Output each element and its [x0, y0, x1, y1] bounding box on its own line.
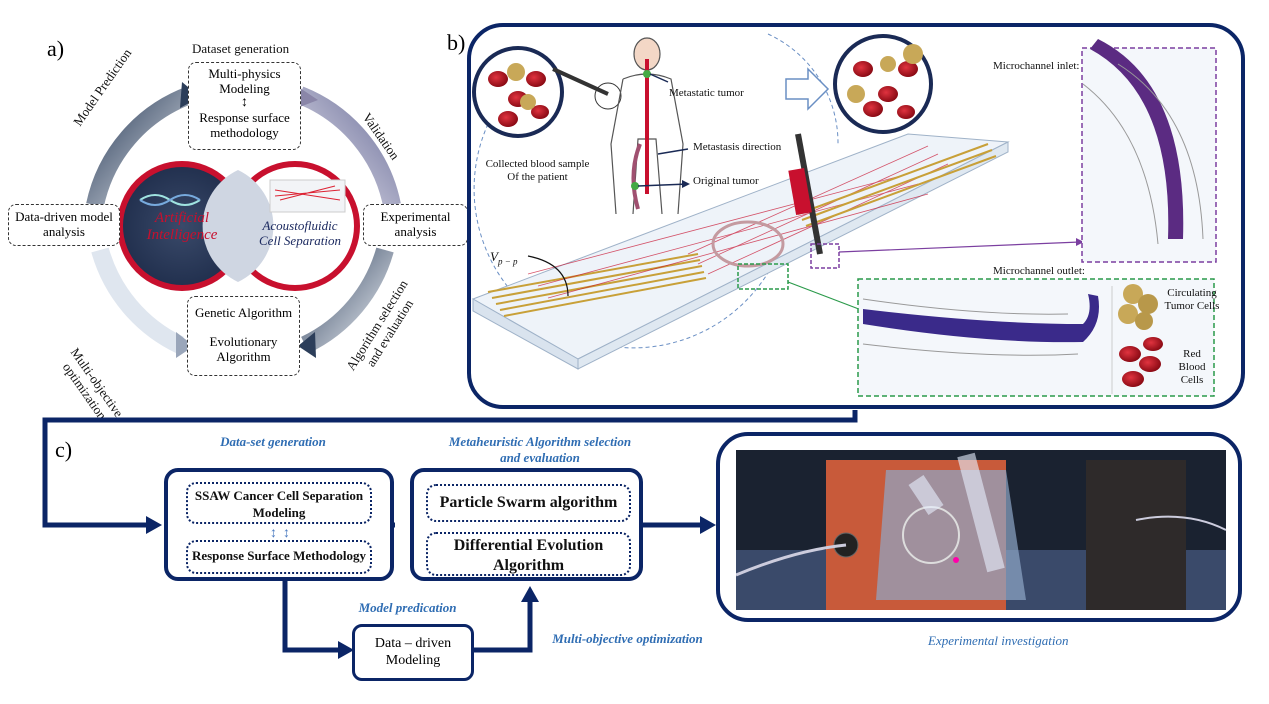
- pso-inner: Particle Swarm algorithm: [426, 484, 631, 522]
- model-predication-label: Model predication: [358, 600, 457, 615]
- meta-box: Particle Swarm algorithm Differential Ev…: [410, 468, 643, 581]
- experiment-photo: [735, 450, 1227, 610]
- rsm-inner: Response Surface Methodology: [186, 540, 372, 574]
- collected-line2: Of the patient: [507, 171, 568, 183]
- meta-line2: and evaluation: [500, 450, 580, 465]
- dataset-box: Multi-physics Modeling ↕ Response surfac…: [188, 62, 301, 150]
- data-driven-modeling-box: Data – driven Modeling: [352, 624, 474, 681]
- panel-c-connectors: [42, 410, 858, 659]
- artificial-label: Artificial: [154, 210, 210, 226]
- panel-b-letter: b): [447, 30, 466, 55]
- panel-b-illustration: [471, 33, 1217, 397]
- data-driven-label: Data-driven model analysis: [15, 209, 113, 239]
- meta-line1: Metaheuristic Algorithm selection: [448, 434, 632, 449]
- panel-a-cycle: [86, 82, 401, 358]
- arc-algorithm: [300, 247, 394, 354]
- metastatic-tumor-label: Metastatic tumor: [669, 87, 744, 99]
- panel-a-letter: a): [47, 36, 65, 61]
- arc-multi-objective: [91, 247, 185, 354]
- collected-line1: Collected blood sample: [485, 158, 590, 170]
- genetic-label: Genetic Algorithm: [194, 305, 293, 320]
- outlet-label: Microchannel outlet:: [993, 265, 1085, 277]
- blood-cells-zoom: [847, 44, 923, 119]
- evolutionary-label: Evolutionary Algorithm: [209, 334, 278, 364]
- dataset-heading: Data-set generation: [220, 434, 326, 449]
- acousto-line1: Acoustofluidic: [262, 218, 338, 233]
- de-inner: Differential Evolution Algorithm: [426, 532, 631, 576]
- original-tumor-label: Original tumor: [693, 175, 759, 187]
- arc-model-prediction: [86, 86, 194, 207]
- data-driven-box: Data-driven model analysis: [8, 204, 120, 246]
- vpp-label: Vp − p: [490, 249, 518, 267]
- multi-physics-label: Multi-physics Modeling: [208, 66, 281, 96]
- experimental-investigation-label: Experimental investigation: [928, 633, 1069, 648]
- acousto-line2: Cell Separation: [259, 233, 341, 248]
- blood-cells-left: [488, 63, 549, 127]
- multi-objective-c-label: Multi-objective optimization: [552, 631, 703, 646]
- experimental-box: Experimental analysis: [363, 204, 468, 246]
- data-driven-modeling-label: Data – driven Modeling: [374, 636, 452, 668]
- intelligence-label: Intelligence: [146, 227, 218, 243]
- experiment-photo-frame: [716, 432, 1242, 622]
- meta-heading: Metaheuristic Algorithm selection and ev…: [415, 434, 665, 466]
- genetic-box: Genetic Algorithm Evolutionary Algorithm: [187, 296, 300, 376]
- experimental-label: Experimental analysis: [380, 209, 451, 239]
- ssaw-box: SSAW Cancer Cell Separation Modeling ↕↕ …: [164, 468, 394, 581]
- rbc-cluster: [1119, 337, 1163, 387]
- electrodes-left: [487, 253, 707, 317]
- vpp-sub: p − p: [497, 256, 518, 267]
- rbc-label: Red Blood Cells: [1178, 348, 1206, 386]
- double-arrow-icon-c: ↕↕: [270, 526, 296, 541]
- electrodes-right: [797, 143, 997, 227]
- arc-validation: [296, 86, 401, 207]
- metastasis-direction-label: Metastasis direction: [693, 141, 782, 153]
- response-surface-label: Response surface methodology: [199, 110, 290, 140]
- panel-c-letter: c): [55, 437, 73, 462]
- vpp-v: V: [490, 249, 498, 264]
- dataset-generation-label: Dataset generation: [192, 41, 290, 56]
- ssaw-inner: SSAW Cancer Cell Separation Modeling: [186, 482, 372, 524]
- inlet-box: [1081, 47, 1217, 263]
- inlet-label: Microchannel inlet:: [993, 60, 1080, 72]
- collected-sample-label: Collected blood sample Of the patient: [480, 158, 595, 184]
- acousto-text: Acoustofluidic Cell Separation: [250, 218, 350, 248]
- ctc-cluster: [1118, 284, 1158, 330]
- ctc-label: Circulating Tumor Cells: [1164, 287, 1220, 312]
- ai-text: Artificial Intelligence: [132, 210, 232, 244]
- double-arrow-icon: ↕: [241, 95, 248, 110]
